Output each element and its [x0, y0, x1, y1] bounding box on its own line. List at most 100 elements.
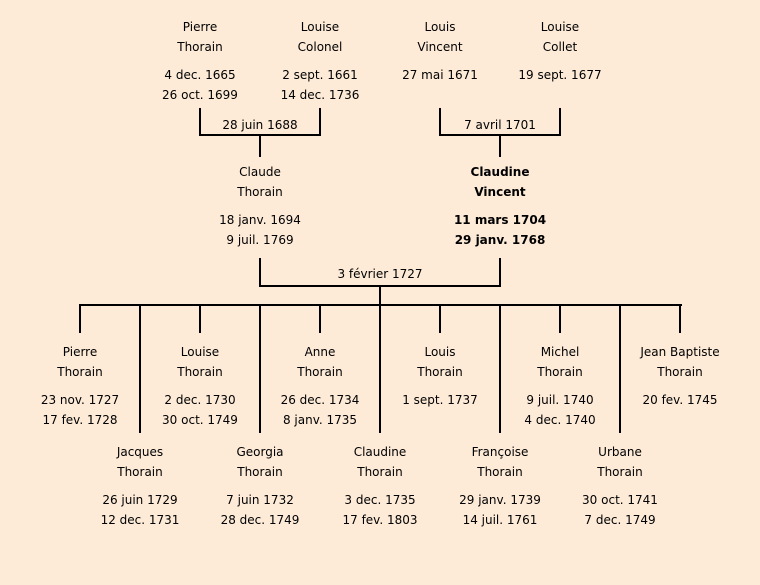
birth-date: 23 nov. 1727 — [40, 393, 120, 407]
birth-date: 29 janv. 1739 — [459, 493, 541, 507]
last-name: Vincent — [474, 185, 526, 199]
birth-date: 2 dec. 1730 — [164, 393, 236, 407]
first-name: Louise — [180, 345, 220, 359]
connector-line — [559, 305, 561, 333]
first-name: Jean Baptiste — [640, 345, 720, 359]
connector-line — [319, 108, 321, 136]
birth-date: 11 mars 1704 — [453, 213, 547, 227]
connector-line — [499, 134, 501, 157]
first-name: Georgia — [236, 445, 284, 459]
connector-line — [319, 305, 321, 333]
first-name: Louise — [540, 20, 580, 34]
last-name: Thorain — [477, 465, 523, 479]
death-date: 14 dec. 1736 — [280, 88, 360, 102]
connector-line — [439, 305, 441, 333]
connector-line — [379, 305, 381, 433]
last-name: Thorain — [417, 365, 463, 379]
last-name: Thorain — [537, 365, 583, 379]
connector-line — [259, 258, 261, 287]
death-date: 17 fev. 1803 — [342, 513, 418, 527]
death-date — [370, 85, 510, 105]
connector-line — [499, 305, 501, 433]
birth-date: 26 dec. 1734 — [280, 393, 360, 407]
birth-date: 9 juil. 1740 — [526, 393, 594, 407]
first-name: Françoise — [471, 445, 529, 459]
marriage-date-maternal: 7 avril 1701 — [464, 118, 536, 132]
death-date: 30 oct. 1749 — [162, 413, 238, 427]
death-date — [370, 410, 510, 430]
first-name: Louise — [300, 20, 340, 34]
first-name: Urbane — [598, 445, 642, 459]
last-name: Vincent — [417, 40, 463, 54]
birth-date: 3 dec. 1735 — [344, 493, 416, 507]
connector-line — [679, 305, 681, 333]
birth-date: 26 juin 1729 — [102, 493, 178, 507]
death-date: 7 dec. 1749 — [584, 513, 656, 527]
first-name: Claudine — [470, 165, 530, 179]
last-name: Thorain — [57, 365, 103, 379]
birth-date: 1 sept. 1737 — [402, 393, 478, 407]
first-name: Louis — [424, 345, 456, 359]
first-name: Claudine — [353, 445, 407, 459]
death-date: 14 juil. 1761 — [462, 513, 538, 527]
last-name: Thorain — [177, 365, 223, 379]
marriage-date-parents: 3 février 1727 — [337, 267, 423, 281]
death-date: 26 oct. 1699 — [162, 88, 238, 102]
connector-line — [499, 258, 501, 287]
birth-date: 7 juin 1732 — [226, 493, 294, 507]
birth-date: 27 mai 1671 — [402, 68, 478, 82]
connector-line — [559, 108, 561, 136]
connector-line — [139, 305, 141, 433]
last-name: Thorain — [117, 465, 163, 479]
birth-date: 19 sept. 1677 — [518, 68, 602, 82]
first-name: Louis — [424, 20, 456, 34]
marriage-date-paternal: 28 juin 1688 — [222, 118, 298, 132]
last-name: Thorain — [177, 40, 223, 54]
birth-date: 4 dec. 1665 — [164, 68, 236, 82]
first-name: Pierre — [182, 20, 218, 34]
birth-date: 20 fev. 1745 — [642, 393, 718, 407]
death-date: 28 dec. 1749 — [220, 513, 300, 527]
first-name: Michel — [540, 345, 580, 359]
last-name: Collet — [542, 40, 578, 54]
last-name: Colonel — [297, 40, 343, 54]
last-name: Thorain — [357, 465, 403, 479]
connector-line — [439, 108, 441, 136]
death-date — [490, 85, 630, 105]
death-date: 17 fev. 1728 — [42, 413, 118, 427]
connector-line — [379, 285, 381, 306]
connector-line — [259, 305, 261, 433]
last-name: Thorain — [237, 465, 283, 479]
death-date: 8 janv. 1735 — [282, 413, 358, 427]
death-date: 4 dec. 1740 — [524, 413, 596, 427]
death-date: 29 janv. 1768 — [454, 233, 546, 247]
connector-line — [619, 305, 621, 433]
birth-date: 18 janv. 1694 — [219, 213, 301, 227]
death-date: 12 dec. 1731 — [100, 513, 180, 527]
first-name: Pierre — [62, 345, 98, 359]
last-name: Thorain — [237, 185, 283, 199]
connector-line — [199, 108, 201, 136]
connector-line — [79, 305, 81, 333]
connector-line — [259, 134, 261, 157]
first-name: Anne — [304, 345, 336, 359]
last-name: Thorain — [297, 365, 343, 379]
first-name: Jacques — [116, 445, 164, 459]
birth-date: 2 sept. 1661 — [282, 68, 358, 82]
first-name: Claude — [239, 165, 281, 179]
